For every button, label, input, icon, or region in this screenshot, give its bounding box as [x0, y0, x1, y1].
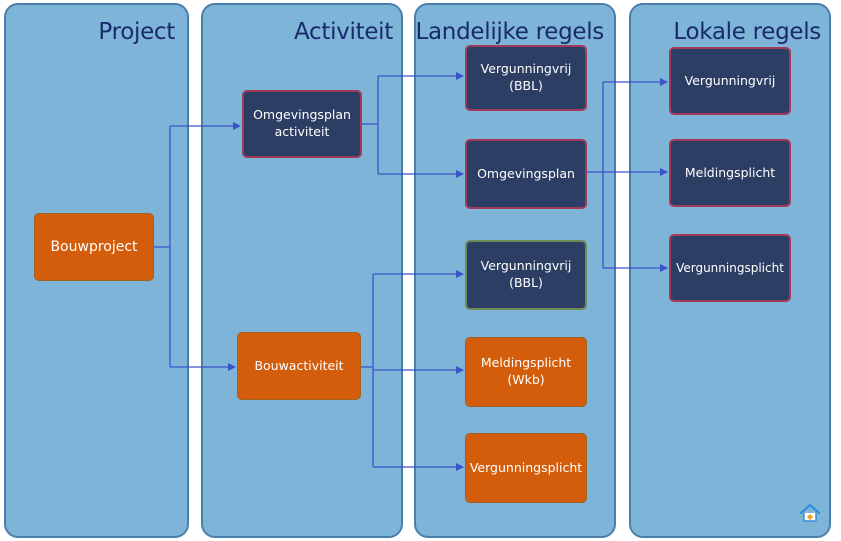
lane-title-project: Project	[98, 19, 175, 45]
connector-ba-trunk	[361, 274, 374, 467]
lane-title-lokale-regels: Lokale regels	[673, 19, 821, 45]
box-bouwproject[interactable]: Bouwproject	[34, 213, 154, 281]
box-omgevingsplan-activiteit[interactable]: Omgevingsplan activiteit	[242, 90, 362, 158]
box-landelijk-vergunningvrij-bbl-2[interactable]: Vergunningvrij (BBL)	[465, 240, 587, 310]
connector-op-trunk	[587, 82, 604, 268]
box-lokaal-meldingsplicht[interactable]: Meldingsplicht	[669, 139, 791, 207]
box-landelijk-omgevingsplan[interactable]: Omgevingsplan	[465, 139, 587, 209]
lane-title-landelijke-regels: Landelijke regels	[415, 19, 605, 45]
box-lokaal-vergunningsplicht[interactable]: Vergunningsplicht	[669, 234, 791, 302]
box-landelijk-vergunningsplicht[interactable]: Vergunningsplicht	[465, 433, 587, 503]
box-lokaal-vergunningvrij[interactable]: Vergunningvrij	[669, 47, 791, 115]
connector-opa-trunk	[362, 76, 379, 174]
box-bouwactiviteit[interactable]: Bouwactiviteit	[237, 332, 361, 400]
connector-bouwproject-trunk	[154, 126, 171, 367]
box-landelijk-meldingsplicht-wkb[interactable]: Meldingsplicht (Wkb)	[465, 337, 587, 407]
lane-title-activiteit: Activiteit	[294, 19, 393, 45]
box-landelijk-vergunningvrij-bbl-1[interactable]: Vergunningvrij (BBL)	[465, 45, 587, 111]
house-logo-icon	[799, 503, 821, 522]
